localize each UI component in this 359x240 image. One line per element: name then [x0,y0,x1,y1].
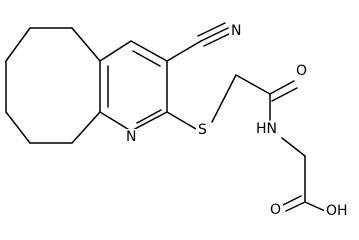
bond-co-o-a [269,80,295,95]
cyclooctane-ring [5,27,101,144]
bond-c6-c7 [5,27,31,62]
bond-c10a-n1 [99,111,132,132]
atom-sulfur: S [198,122,207,138]
pyridine-ring [99,40,168,132]
bond-co-o-b [271,87,298,102]
nitrile-group [166,22,232,62]
bond-n1-c2 [130,111,168,132]
atom-ring-n: N [126,129,136,145]
structure-canvas: N N S O HN O OH [5,22,352,219]
bond-c4-c4a [99,40,132,62]
bond-triple-b [197,22,226,37]
bond-n1-c2-inner [136,109,162,124]
bond-c3-cn [166,40,202,62]
bond-c2-s [166,111,197,130]
atom-amide-nh: HN [256,121,277,137]
bond-c3-c4-inner [132,50,161,67]
bond-ch2-co [235,74,271,95]
atom-acid-oh: OH [326,203,348,219]
atom-nitrile-n: N [231,23,241,39]
bond-cooh-o-b [282,195,302,206]
bond-c4a-c5 [71,27,101,62]
bond-triple-a [200,27,229,42]
bond-c8-c9 [5,111,31,144]
side-chain [166,74,326,212]
atom-amide-o: O [296,63,307,79]
bond-nh-ch2 [281,137,306,157]
bond-cooh-o-a [285,201,306,212]
bond-c3-c4 [130,40,168,62]
bond-triple-c [203,32,232,47]
atom-acid-o: O [270,202,281,218]
molecule-diagram: N N S O HN O OH [5,22,352,219]
bond-s-ch2 [211,74,237,123]
bond-cooh-oh [304,201,326,212]
bond-c10-c10a [71,111,101,144]
atom-labels: N N S O HN O OH [124,23,352,219]
